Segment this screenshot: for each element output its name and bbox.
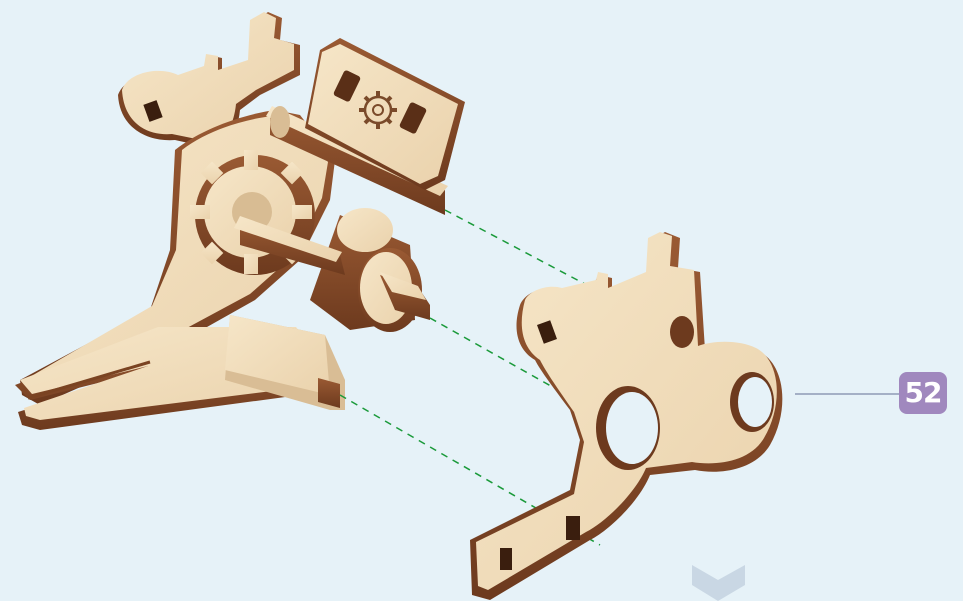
side-plate-part bbox=[470, 232, 782, 600]
guide-line bbox=[445, 210, 600, 292]
axle-hole bbox=[670, 316, 694, 348]
plate-slot bbox=[566, 516, 580, 540]
plate-slot bbox=[500, 548, 512, 570]
main-assembly bbox=[15, 12, 465, 430]
chevron-down-icon[interactable] bbox=[692, 565, 745, 601]
part-number-badge: 52 bbox=[899, 372, 947, 414]
